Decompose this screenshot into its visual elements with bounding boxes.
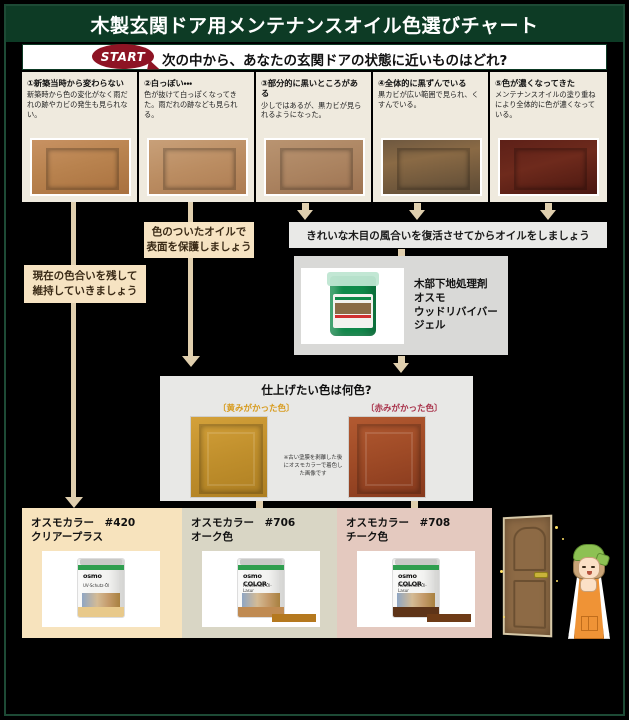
product-title-line1: オスモカラー #708: [346, 517, 451, 529]
finish-color-panel: 仕上げたい色は何色? 〔黄みがかった色〕 〔赤みがかった色〕 ※古い塗膜を剥離し…: [160, 376, 473, 501]
option-cards-row: ①新築当時から変わらない 新築時から色の変化がなく雨だれの跡やカビの発生も見られ…: [22, 72, 607, 202]
option-card-2[interactable]: ②白っぽい・・・ 色が抜けて白っぽくなってきた。雨だれの跡なども見られる。: [139, 72, 256, 202]
option-desc: 色が抜けて白っぽくなってきた。雨だれの跡なども見られる。: [144, 90, 238, 120]
page-title: 木製玄関ドア用メンテナンスオイル色選びチャート: [90, 14, 539, 37]
door-photo-partial-black-icon: [264, 138, 365, 196]
sparkle-icon: [555, 526, 558, 529]
gel-product-panel: 木部下地処理剤 オスモ ウッドリバイバー ジェル: [294, 256, 508, 355]
connector-line-opt1-lower: [71, 288, 76, 500]
advice-revive-text: きれいな木目の風合いを復活させてからオイルをしましょう: [306, 229, 590, 242]
option-title: ③部分的に黒いところがある: [261, 78, 358, 99]
advice-revive-bar: きれいな木目の風合いを復活させてからオイルをしましょう: [289, 222, 607, 248]
advice-keep-color-line1: 現在の色合いを残して: [32, 270, 138, 283]
door-photo-overall-dark-icon: [381, 138, 482, 196]
door-photo-darkened-icon: [498, 138, 599, 196]
connector-line-opt1: [71, 202, 76, 302]
option-desc: 少しではあるが、黒カビが見られるようになった。: [261, 100, 362, 120]
start-badge: START: [92, 44, 161, 73]
chart-header: 木製玄関ドア用メンテナンスオイル色選びチャート: [6, 6, 623, 42]
connector-line-opt2-lower: [188, 258, 193, 358]
sparkle-icon: [503, 616, 505, 618]
product-title: オスモカラー #420 クリアープラス: [31, 516, 173, 545]
sparkle-icon: [562, 538, 564, 540]
arrow-down-icon-opt3: [297, 203, 314, 220]
gel-product-name: 木部下地処理剤 オスモ ウッドリバイバー ジェル: [414, 278, 498, 333]
product-title-line2: クリアープラス: [31, 531, 104, 544]
can-brand-708: osmo COLOR: [398, 572, 422, 588]
option-card-5[interactable]: ⑤色が濃くなってきた メンテナンスオイルの塗り重ねにより全体的に色が濃くなってい…: [490, 72, 607, 202]
gel-line2: オスモ: [414, 291, 446, 304]
option-desc: 新築時から色の変化がなく雨だれの跡やカビの発生も見られない。: [27, 90, 128, 120]
product-card-708[interactable]: オスモカラー #708 チーク色 osmo COLOR Holzschutz Ö…: [337, 508, 492, 638]
color-chip-706: [272, 614, 316, 622]
advice-keep-color: 現在の色合いを残して 維持していきましょう: [24, 265, 146, 303]
option-desc: 黒カビが広い範囲で見られ、くすんでいる。: [378, 90, 479, 110]
option-desc: メンテナンスオイルの塗り重ねにより全体的に色が濃くなっている。: [495, 90, 596, 120]
gel-line4: ジェル: [414, 319, 446, 332]
can-brand-420: osmo: [83, 572, 102, 580]
product-title-line1: オスモカラー #706: [191, 517, 296, 529]
osmo-wood-reviver-gel-jar-icon: [301, 267, 404, 344]
start-question-text: 次の中から、あなたの玄関ドアの状態に近いものはどれ?: [162, 53, 508, 69]
door-swatch-red[interactable]: [348, 416, 426, 498]
advice-keep-color-line2: 維持していきましょう: [32, 285, 138, 297]
gel-line3: ウッドリバイバー: [414, 305, 498, 318]
arrow-down-icon-opt4: [409, 203, 426, 220]
door-photo-new-icon: [30, 138, 131, 196]
osmo-708-teak-can-icon: osmo COLOR Holzschutz Öl-Lasur: [357, 551, 475, 627]
osmo-706-oak-can-icon: osmo COLOR Holzschutz Öl-Lasur: [202, 551, 320, 627]
arrow-down-icon-opt5: [540, 203, 557, 220]
door-and-person-illustration: [500, 508, 618, 643]
osmo-420-clear-plus-can-icon: osmo UV-Schutz-Öl: [42, 551, 160, 627]
product-title: オスモカラー #706 オーク色: [191, 516, 328, 545]
option-card-3[interactable]: ③部分的に黒いところがある 少しではあるが、黒カビが見られるようになった。: [256, 72, 373, 202]
wooden-entrance-door-icon: [502, 514, 553, 638]
swatch-label-red: 〔赤みがかった色〕: [366, 404, 443, 414]
can-brand-706: osmo COLOR: [243, 572, 267, 588]
advice-colored-oil-line2: 表面を保護しましょう: [146, 241, 252, 253]
swatch-label-yellow: 〔黄みがかった色〕: [218, 404, 295, 414]
option-title: ⑤色が濃くなってきた: [495, 78, 575, 88]
door-photo-whitish-icon: [147, 138, 248, 196]
option-title: ①新築当時から変わらない: [27, 78, 124, 88]
product-title-line2: オーク色: [191, 531, 233, 544]
arrow-down-icon-opt1: [64, 497, 83, 508]
option-title: ④全体的に黒ずんでいる: [378, 78, 467, 88]
door-swatch-yellow[interactable]: [190, 416, 268, 498]
finish-panel-title: 仕上げたい色は何色?: [261, 383, 372, 397]
arrow-down-icon-gel-to-finish: [393, 356, 410, 373]
product-title: オスモカラー #708 チーク色: [346, 516, 483, 545]
happy-woman-in-apron-icon: [562, 544, 614, 640]
color-chip-708: [427, 614, 471, 622]
advice-colored-oil: 色のついたオイルで 表面を保護しましょう: [144, 222, 254, 258]
product-card-706[interactable]: オスモカラー #706 オーク色 osmo COLOR Holzschutz Ö…: [182, 508, 337, 638]
option-card-1[interactable]: ①新築当時から変わらない 新築時から色の変化がなく雨だれの跡やカビの発生も見られ…: [22, 72, 139, 202]
product-title-line2: チーク色: [346, 531, 388, 544]
option-title: ②白っぽい・・・: [144, 78, 193, 88]
product-card-420[interactable]: オスモカラー #420 クリアープラス osmo UV-Schutz-Öl: [22, 508, 182, 638]
door-handle-icon: [533, 571, 549, 579]
arrow-down-icon-opt2: [181, 356, 200, 367]
advice-colored-oil-line1: 色のついたオイルで: [151, 226, 247, 239]
connector-line-opt2: [188, 202, 193, 222]
can-sub-706: Holzschutz Öl-Lasur: [243, 583, 272, 593]
option-card-4[interactable]: ④全体的に黒ずんでいる 黒カビが広い範囲で見られ、くすんでいる。: [373, 72, 490, 202]
sparkle-icon: [500, 570, 503, 573]
gel-line1: 木部下地処理剤: [414, 277, 488, 290]
sparkle-icon: [556, 580, 558, 582]
speech-tail-icon: [147, 59, 161, 73]
start-badge-label: START: [100, 49, 146, 64]
product-title-line1: オスモカラー #420: [31, 517, 136, 529]
finish-panel-note: ※古い塗膜を剥離した後にオスモカラーで着色した画像です: [283, 455, 343, 478]
can-sub-420: UV-Schutz-Öl: [83, 583, 110, 588]
can-sub-708: Holzschutz Öl-Lasur: [398, 583, 427, 593]
